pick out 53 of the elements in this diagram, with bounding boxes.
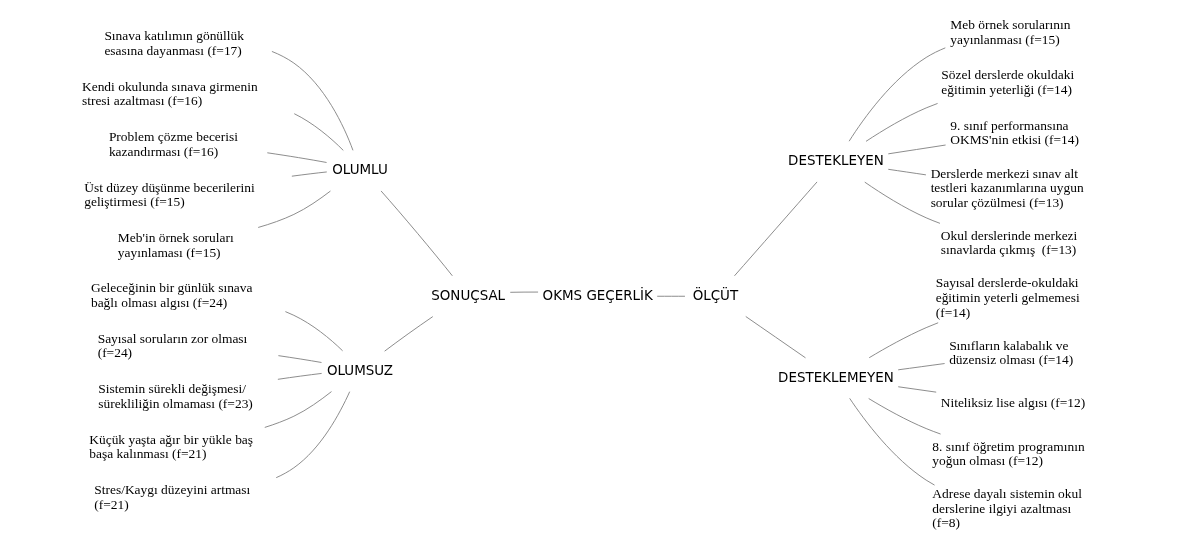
node-text: 9. sınıf performansına OKMS'nin etkisi (f=14) (949, 117, 1079, 148)
connector (293, 113, 344, 151)
connector (277, 355, 322, 363)
node-text: Sınava katılımın gönüllük esasına dayanması (f=17) (103, 28, 244, 58)
connector (733, 181, 817, 277)
connector (887, 144, 946, 155)
connector (897, 386, 937, 393)
node-text: Meb'in örnek soruları yayınlaması (f=15) (117, 230, 234, 260)
connector (270, 50, 353, 151)
node-text: Sayısal derslerde-okuldaki eğitimin yeterli gelmemesi (f=14) (935, 275, 1080, 320)
connector (656, 295, 685, 297)
node-text: Sayısal soruların zor olması (f=24) (97, 330, 247, 361)
connector (380, 190, 453, 277)
connector (257, 190, 331, 228)
node-text: Üst düzey düşünme becerilerini geliştirmesi (f=15) (83, 179, 255, 210)
connector (263, 391, 332, 428)
node-text: Okul derslerinde merkezi sınavlarda çıkmış (f=13) (940, 227, 1077, 258)
node-text: Geleceğinin bir günlük sınava bağlı olması algısı (f=24) (90, 280, 253, 311)
connector (744, 316, 806, 359)
connector (266, 152, 327, 163)
node-text: Niteliksiz lise algısı (f=12) (940, 395, 1085, 411)
node-text: 8. sınıf öğretim programının yoğun olması (f=12) (931, 438, 1085, 469)
connector (865, 103, 938, 142)
node-text: Problem çözme becerisi kazandırması (f=16) (108, 129, 238, 159)
connector (383, 316, 433, 352)
connector (863, 181, 940, 224)
node-text: Sınıfların kalabalık ve düzensiz olması (f=14) (948, 337, 1073, 368)
connector (509, 291, 539, 293)
connector (848, 397, 935, 486)
node-text: Sözel derslerde okuldaki eğitimin yeterliği (f=14) (940, 67, 1074, 98)
node-text: Küçük yaşta ağır bir yükle baş başa kalınması (f=21) (88, 431, 253, 462)
node-text: DESTEKLEMEYEN (777, 369, 894, 385)
connector (867, 398, 941, 435)
connector (848, 47, 946, 142)
connector (897, 363, 945, 371)
node-text: ÖLÇÜT (692, 287, 738, 303)
node-text: SONUÇSAL (430, 287, 505, 303)
node-text: Derslerde merkezi sınav alt testleri kazanımlarına uygun sorular çözülmesi (f=13) (930, 165, 1084, 210)
node-text: OLUMLU (331, 162, 388, 178)
connector (275, 391, 350, 479)
node-text: OLUMSUZ (326, 362, 393, 378)
node-text: Meb örnek sorularının yayınlanması (f=15) (949, 16, 1070, 47)
connector (284, 311, 343, 352)
node-text: OKMS GEÇERLİK (542, 287, 653, 303)
connector (276, 372, 322, 380)
connector (868, 322, 939, 359)
node-text: Sistemin sürekli değişmesi/ sürekliliğin olmaması (f=23) (97, 381, 253, 411)
node-text: Kendi okulunda sınava girmenin stresi azaltması (f=16) (81, 78, 258, 109)
connector (290, 171, 327, 177)
node-text: DESTEKLEYEN (787, 153, 884, 169)
node-text: Stres/Kaygı düzeyini artması (f=21) (93, 482, 250, 512)
node-text: Adrese dayalı sistemin okul derslerine ilgiyi azaltması (f=8) (931, 486, 1082, 531)
connector (887, 168, 926, 176)
